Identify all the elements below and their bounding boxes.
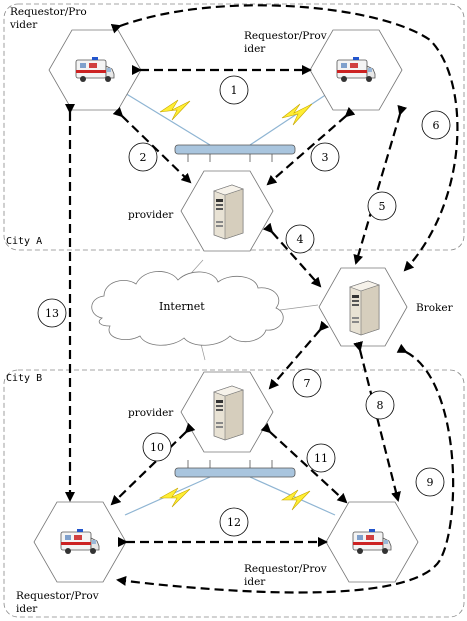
requestor-provider-label-tl: Requestor/Pro vider [10,6,87,31]
lightning-icon-bl [158,487,191,508]
arrow-5 [353,104,408,265]
step-label-4: 4 [297,233,304,246]
wireless-link-tl [119,89,211,146]
provider-label-a: provider [128,209,174,221]
step-label-11: 11 [314,452,328,465]
step-label-6: 6 [433,119,440,132]
city-a-boundary [3,3,465,251]
arrow-11 [260,422,348,504]
step-label-12: 12 [227,516,241,529]
bus-city-b [174,460,296,478]
server-icon-broker [349,280,380,336]
step-label-5: 5 [379,200,386,213]
internet-label: Internet [159,300,205,313]
provider-label-b: provider [128,407,174,419]
step-label-1: 1 [231,84,238,97]
bus-city-a [174,144,296,162]
lightning-icon-tr [281,103,313,126]
step-label-3: 3 [322,151,329,164]
server-icon-provider-b [213,385,244,441]
arrow-9 [116,343,455,594]
city-a-label: City A [6,236,43,247]
requestor-provider-label-bl: Requestor/Prov ider [16,590,99,615]
server-icon-provider-a [213,184,244,240]
requestor-provider-label-tr: Requestor/Prov ider [244,30,327,55]
step-label-7: 7 [304,377,311,390]
broker-label: Broker [416,302,453,314]
arrow-10 [110,422,196,506]
step-label-2: 2 [140,151,147,164]
arrow-6 [110,4,459,272]
link-internet-broker [279,304,319,311]
step-label-8: 8 [377,399,384,412]
arrow-8 [353,341,401,502]
step-label-10: 10 [150,441,164,454]
city-b-label: City B [6,373,43,384]
requestor-provider-label-br: Requestor/Prov ider [244,563,327,588]
step-label-9: 9 [427,476,434,489]
internet-cloud [91,271,284,346]
step-label-13: 13 [45,307,59,320]
